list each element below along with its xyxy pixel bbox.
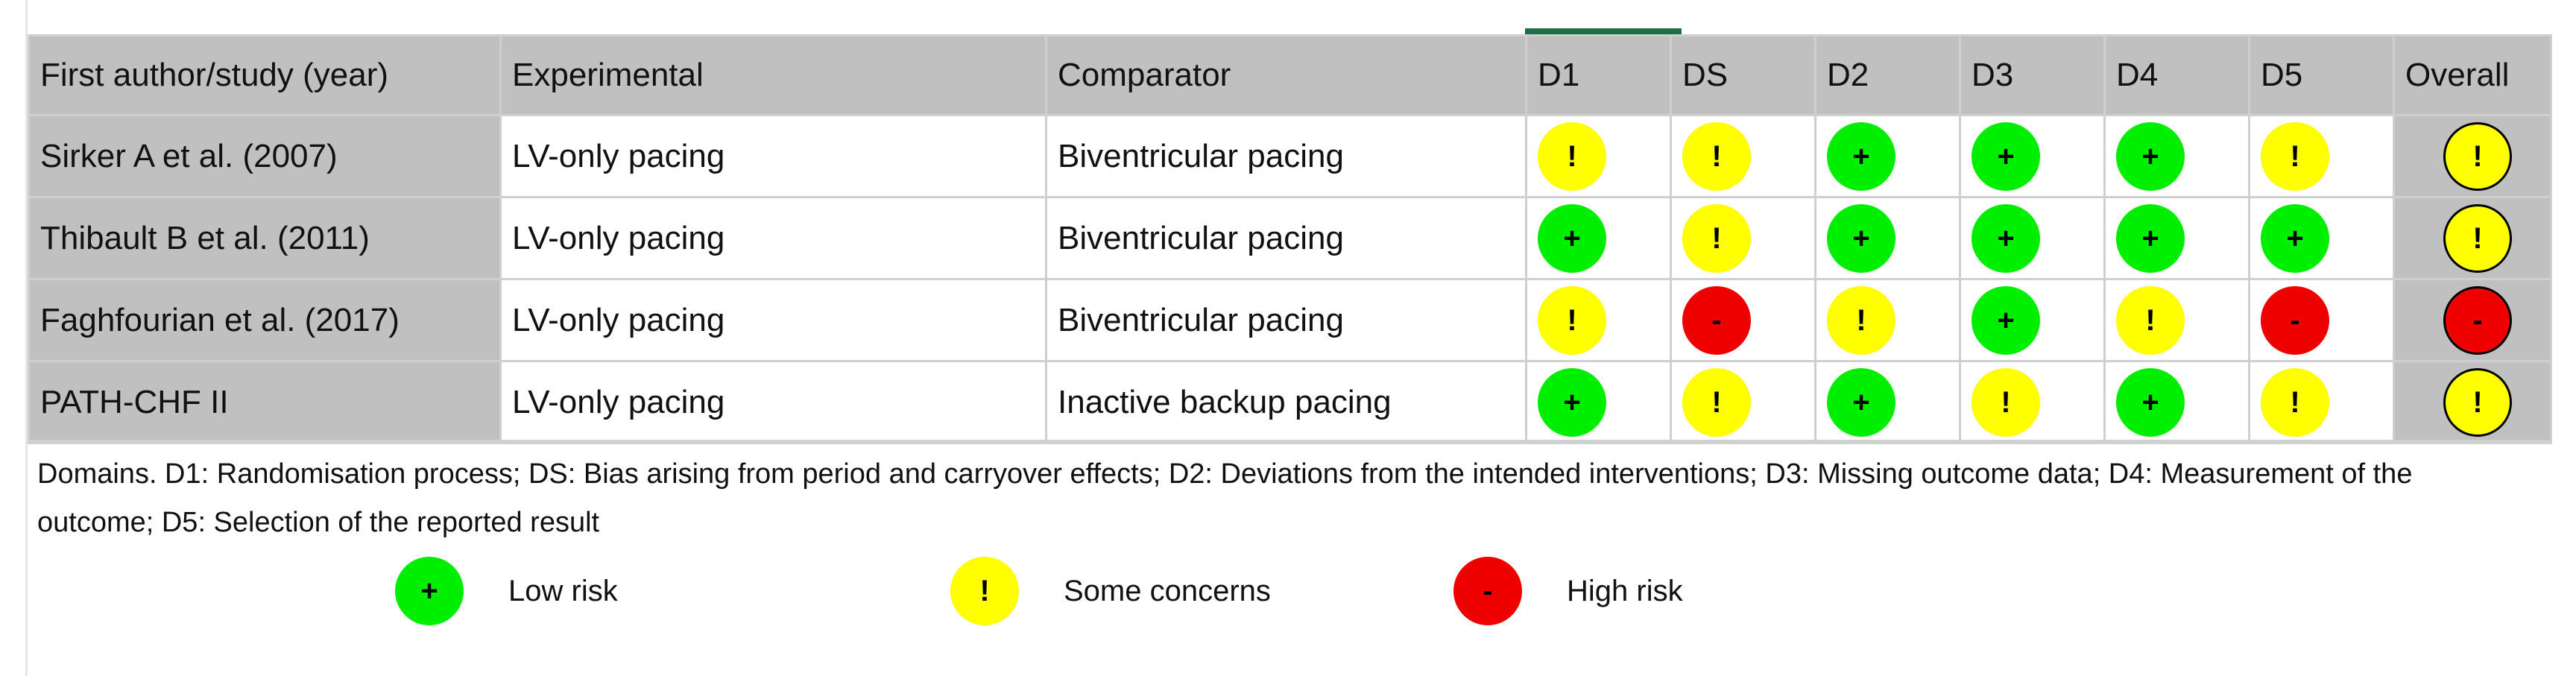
- legend-high-risk: - High risk: [1453, 555, 1683, 627]
- overall-judgement-dot: !: [2443, 203, 2512, 273]
- table-row: Thibault B et al. (2011) LV-only pacing …: [28, 196, 2552, 280]
- header-row: First author/study (year) Experimental C…: [28, 34, 2552, 116]
- judgement-dot-d5: +: [2261, 203, 2329, 273]
- some-concerns-icon: !: [950, 557, 1019, 625]
- header-ds: DS: [1670, 34, 1816, 116]
- judgement-dot-d4: +: [2116, 121, 2185, 191]
- sheet-left-edge: [25, 0, 28, 676]
- judgement-dot-d1: +: [1538, 203, 1606, 273]
- overall-judgement-dot: !: [2443, 121, 2512, 191]
- table-row: Sirker A et al. (2007) LV-only pacing Bi…: [28, 114, 2552, 198]
- footnote-line-1: Domains. D1: Randomisation process; DS: …: [37, 458, 2413, 490]
- judgement-dot-ds: -: [1682, 285, 1751, 355]
- experimental-cell: LV-only pacing: [499, 278, 1047, 362]
- legend-label: High risk: [1567, 574, 1683, 607]
- judgement-dot-d5: -: [2261, 285, 2329, 355]
- risk-of-bias-table: First author/study (year) Experimental C…: [28, 34, 2552, 444]
- judgement-dot-d1: !: [1538, 285, 1606, 355]
- legend-low-risk: + Low risk: [395, 555, 618, 627]
- study-name: Sirker A et al. (2007): [28, 114, 502, 198]
- judgement-dot-d3: !: [1972, 367, 2040, 437]
- low-risk-icon: +: [395, 557, 464, 625]
- experimental-cell: LV-only pacing: [499, 114, 1047, 198]
- experimental-cell: LV-only pacing: [499, 196, 1047, 280]
- judgement-dot-d5: !: [2261, 121, 2329, 191]
- judgement-dot-ds: !: [1682, 121, 1751, 191]
- legend-label: Some concerns: [1064, 574, 1271, 607]
- comparator-cell: Inactive backup pacing: [1045, 360, 1527, 444]
- table-row: PATH-CHF II LV-only pacing Inactive back…: [28, 360, 2552, 444]
- header-d4: D4: [2103, 34, 2250, 116]
- judgement-dot-d4: +: [2116, 367, 2185, 437]
- table-row: Faghfourian et al. (2017) LV-only pacing…: [28, 278, 2552, 362]
- overall-judgement-dot: -: [2443, 285, 2512, 355]
- judgement-dot-d3: +: [1972, 285, 2040, 355]
- experimental-cell: LV-only pacing: [499, 360, 1047, 444]
- judgement-dot-d1: !: [1538, 121, 1606, 191]
- judgement-dot-d4: +: [2116, 203, 2185, 273]
- judgement-dot-d2: +: [1827, 367, 1895, 437]
- comparator-cell: Biventricular pacing: [1045, 196, 1527, 280]
- judgement-dot-d2: !: [1827, 285, 1895, 355]
- judgement-dot-d2: +: [1827, 121, 1895, 191]
- legend-label: Low risk: [508, 574, 618, 607]
- study-name: Faghfourian et al. (2017): [28, 278, 502, 362]
- study-name: Thibault B et al. (2011): [28, 196, 502, 280]
- judgement-dot-d3: +: [1972, 121, 2040, 191]
- header-d5: D5: [2248, 34, 2395, 116]
- table-bottom-border: [28, 440, 2550, 444]
- domains-footnote: Domains. D1: Randomisation process; DS: …: [37, 450, 2564, 547]
- study-name: PATH-CHF II: [28, 360, 502, 444]
- header-comparator: Comparator: [1045, 34, 1527, 116]
- header-d2: D2: [1814, 34, 1961, 116]
- header-experimental: Experimental: [499, 34, 1047, 116]
- header-overall: Overall: [2393, 34, 2552, 116]
- judgement-dot-ds: !: [1682, 367, 1751, 437]
- judgement-dot-d3: +: [1972, 203, 2040, 273]
- judgement-dot-d5: !: [2261, 367, 2329, 437]
- comparator-cell: Biventricular pacing: [1045, 114, 1527, 198]
- header-d3: D3: [1959, 34, 2106, 116]
- header-d1: D1: [1525, 34, 1672, 116]
- overall-judgement-dot: !: [2443, 367, 2512, 437]
- legend-some-concerns: ! Some concerns: [950, 555, 1271, 627]
- high-risk-icon: -: [1453, 557, 1522, 625]
- judgement-dot-d4: !: [2116, 285, 2185, 355]
- judgement-dot-d1: +: [1538, 367, 1606, 437]
- cell-selection-marker: [1525, 28, 1682, 34]
- footnote-line-2: outcome; D5: Selection of the reported r…: [37, 507, 600, 538]
- header-study: First author/study (year): [28, 34, 502, 116]
- judgement-dot-ds: !: [1682, 203, 1751, 273]
- judgement-dot-d2: +: [1827, 203, 1895, 273]
- comparator-cell: Biventricular pacing: [1045, 278, 1527, 362]
